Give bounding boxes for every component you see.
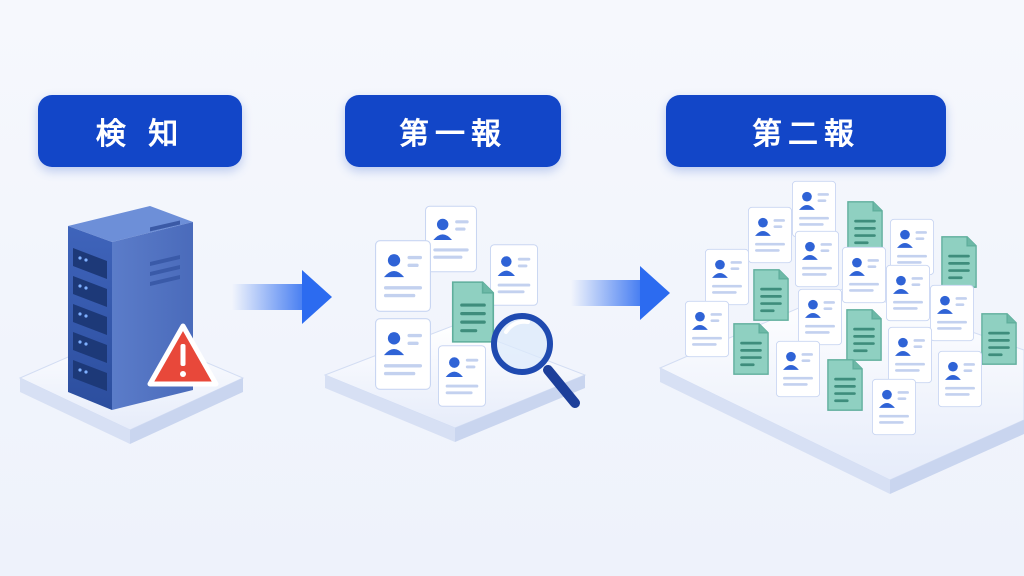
profile-card-icon [888, 326, 932, 384]
profile-card-icon [776, 340, 820, 398]
profile-card-icon [842, 246, 886, 304]
profile-card-icon [795, 230, 839, 288]
document-icon [733, 323, 769, 375]
profile-card-icon [375, 240, 431, 312]
arrow-right-icon [232, 270, 332, 324]
document-icon [847, 201, 883, 253]
profile-card-icon [872, 378, 916, 436]
document-icon [753, 269, 789, 321]
server-icon [68, 206, 193, 410]
stage-1-group [18, 206, 245, 444]
profile-card-icon [886, 264, 930, 322]
profile-card-icon [748, 206, 792, 264]
profile-card-icon [685, 300, 729, 358]
document-icon [941, 236, 977, 288]
profile-card-icon [438, 345, 486, 407]
profile-card-icon [425, 205, 477, 273]
stage-label-detection: 検 知 [38, 95, 242, 167]
profile-card-icon [938, 350, 982, 408]
document-icon [846, 309, 882, 361]
warning-icon [147, 323, 219, 387]
stage-3-group [658, 180, 1024, 494]
stage-2-group [323, 205, 587, 442]
profile-card-icon [798, 288, 842, 346]
profile-card-icon [490, 244, 538, 306]
document-icon [451, 281, 495, 343]
profile-card-icon [375, 318, 431, 390]
stage-label-second-report: 第二報 [666, 95, 946, 167]
magnifier-icon [491, 313, 580, 408]
profile-card-icon [930, 284, 974, 342]
profile-card-icon [792, 180, 836, 238]
arrow-right-icon [571, 266, 670, 320]
document-icon [981, 313, 1017, 365]
profile-card-icon [705, 248, 749, 306]
stage-label-first-report: 第一報 [345, 95, 561, 167]
document-icon [827, 359, 863, 411]
